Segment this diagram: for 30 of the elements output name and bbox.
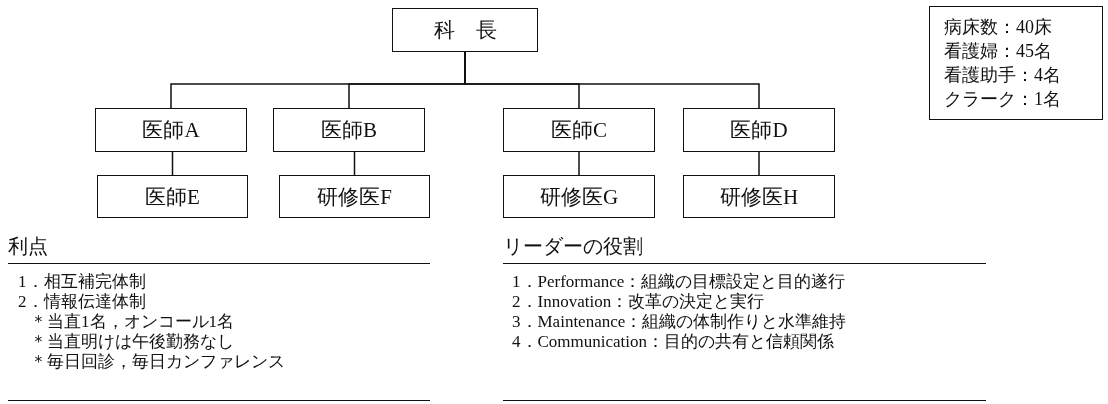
connector-line <box>171 151 174 176</box>
position-box: 医師A <box>95 108 247 152</box>
staff-count-text: 病床数：40床 <box>944 16 1052 39</box>
staff-count-text: 看護助手：4名 <box>944 64 1061 87</box>
staff-info-box <box>929 6 1103 120</box>
list-item: 2．Innovation：改革の決定と実行 <box>512 292 765 312</box>
list-item: ＊当直1名，オンコール1名 <box>30 312 234 332</box>
connector-line <box>353 151 356 176</box>
position-box: 研修医H <box>683 175 835 218</box>
position-box: 医師C <box>503 108 655 152</box>
position-box: 科 長 <box>392 8 538 52</box>
connector-line <box>758 151 760 176</box>
list-item: 1．相互補完体制 <box>18 272 146 292</box>
staff-count-text: クラーク：1名 <box>944 88 1061 111</box>
list-item: 2．情報伝達体制 <box>18 292 146 312</box>
list-item: ＊毎日回診，毎日カンファレンス <box>30 352 285 372</box>
list-item: ＊当直明けは午後勤務なし <box>30 332 234 352</box>
position-box: 医師D <box>683 108 835 152</box>
position-box: 研修医G <box>503 175 655 218</box>
connector-line <box>464 51 760 109</box>
list-item: 3．Maintenance：組織の体制作りと水準維持 <box>512 312 847 332</box>
staff-count-text: 看護婦：45名 <box>944 40 1052 63</box>
position-box: 医師B <box>273 108 425 152</box>
connector-line <box>578 151 580 176</box>
list-item: 1．Performance：組織の目標設定と目的遂行 <box>512 272 846 292</box>
section-heading: 利点 <box>8 236 48 256</box>
list-item: 4．Communication：目的の共有と信頼関係 <box>512 332 835 352</box>
position-box: 研修医F <box>279 175 430 218</box>
section-heading: リーダーの役割 <box>503 236 643 256</box>
position-box: 医師E <box>97 175 248 218</box>
